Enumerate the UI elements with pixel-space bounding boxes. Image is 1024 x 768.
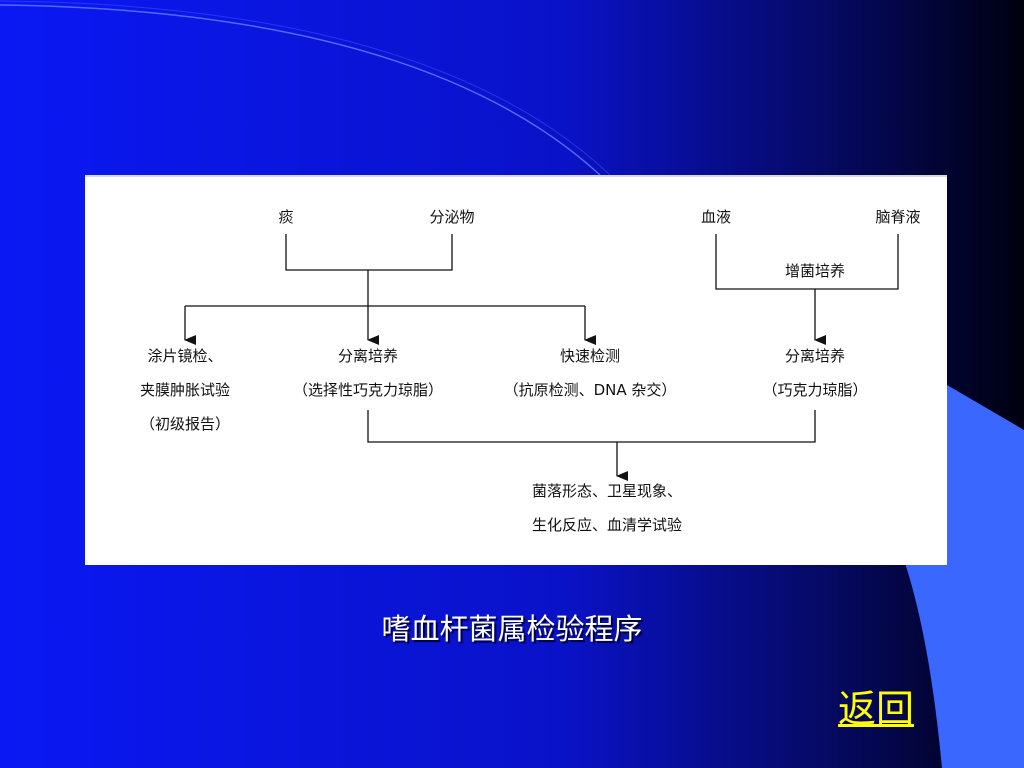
node-isolate2-line2: （巧克力琼脂） [762, 381, 868, 399]
node-id-line2: 生化反应、血清学试验 [532, 516, 683, 534]
node-isolate2-line1: 分离培养 [784, 347, 846, 365]
node-smear-line1: 涂片镜检、 [147, 347, 223, 365]
node-smear-line2: 夹膜肿胀试验 [139, 381, 231, 399]
node-blood: 血液 [700, 208, 732, 226]
node-rapid-line2: （抗原检测、DNA 杂交） [503, 381, 677, 399]
node-csf: 脑脊液 [875, 208, 921, 226]
node-sputum: 痰 [278, 208, 294, 226]
node-isolate-line2: （选择性巧克力琼脂） [292, 381, 444, 399]
node-id-line1: 菌落形态、卫星现象、 [532, 482, 683, 500]
node-isolate-line1: 分离培养 [337, 347, 399, 365]
back-link[interactable]: 返回 [838, 687, 915, 731]
node-rapid-line1: 快速检测 [559, 347, 621, 365]
node-secretion: 分泌物 [429, 208, 475, 226]
node-smear-line3: （初级报告） [139, 415, 231, 433]
node-enrichment: 增菌培养 [784, 262, 846, 280]
flowchart-panel: 痰 分泌物 血液 脑脊液 增菌培养 涂片镜检、 夹膜肿胀试验 （初级报告） 分离… [85, 175, 947, 565]
slide-caption: 嗜血杆菌属检验程序 [381, 612, 643, 646]
flowchart-connectors [184, 234, 899, 481]
